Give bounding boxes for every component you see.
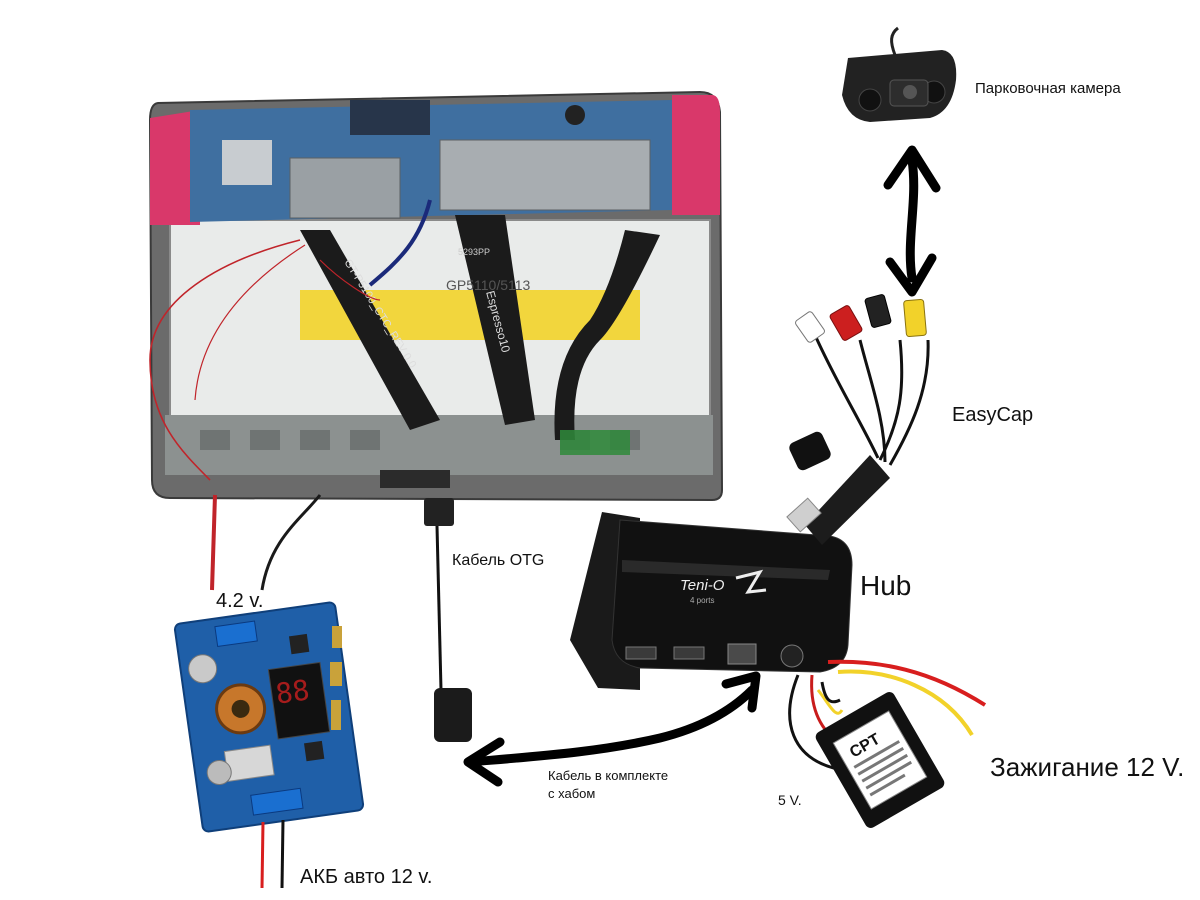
label-voltage-5: 5 V. <box>778 792 802 808</box>
label-hub-cable-line1: Кабель в комплекте <box>548 768 669 783</box>
arrow-camera-easycap <box>883 145 941 297</box>
tablet-power-red-wire <box>210 494 217 591</box>
label-car-battery: АКБ авто 12 v. <box>300 866 433 888</box>
label-voltage-4-2: 4.2 v. <box>216 590 264 612</box>
battery-black-wire <box>280 819 285 889</box>
label-ignition: Зажигание 12 V. <box>990 752 1185 782</box>
hub-brand-text: Teni-O <box>680 577 725 594</box>
label-parking-camera: Парковочная камера <box>975 80 1121 97</box>
pink-corner-right <box>672 95 720 215</box>
tablet-interior: GT-P5100_CTC_REV 0.0 Espresso10 GP5110/5… <box>148 90 724 502</box>
connector-marking: 5293PP <box>458 247 490 257</box>
label-easycap: EasyCap <box>952 404 1034 426</box>
dc-dc-converter: CPT <box>815 692 945 828</box>
hub-ports-text: 4 ports <box>690 596 714 605</box>
svg-text:88: 88 <box>274 673 312 710</box>
arrow-hub-otg <box>463 671 761 787</box>
buck-converter-board: 88 <box>173 601 365 833</box>
flex-cable-left <box>300 230 440 430</box>
parking-camera <box>842 26 957 122</box>
pink-corner-left <box>150 110 200 225</box>
label-hub-cable-line2: с хабом <box>548 786 596 801</box>
flex-cable-right <box>554 230 660 440</box>
label-hub: Hub <box>860 570 912 601</box>
label-otg-cable: Кабель OTG <box>452 552 545 569</box>
hub-power-black-wire <box>788 674 843 772</box>
battery-red-wire <box>260 821 265 889</box>
ignition-red-wire <box>827 659 987 707</box>
lcd-marking: GP5110/5113 <box>446 277 531 293</box>
brass-standoffs <box>330 626 342 730</box>
tablet-power-black-wire <box>260 494 322 591</box>
easycap-adapter <box>786 294 930 545</box>
ignition-yellow-wire <box>837 669 974 737</box>
usb-hub: Teni-O 4 ports <box>570 512 853 690</box>
otg-cable <box>424 498 472 742</box>
flex-cable-middle <box>455 215 535 425</box>
